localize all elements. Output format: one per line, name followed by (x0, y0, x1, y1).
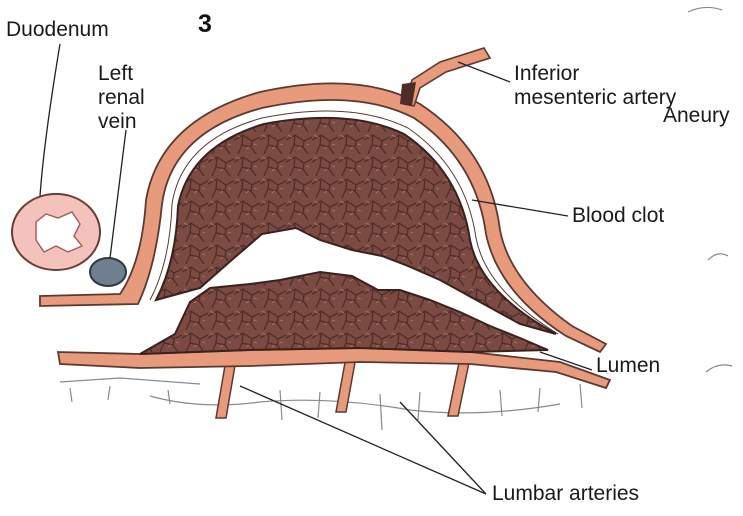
label-lumen: Lumen (596, 354, 660, 378)
label-aneurysm: Aneury (663, 104, 730, 128)
sketch-marks (688, 7, 732, 372)
duodenum (12, 194, 100, 270)
label-blood-clot: Blood clot (572, 204, 664, 228)
label-inferior-mesenteric-artery-1: Inferior (514, 62, 579, 86)
left-renal-vein (90, 258, 126, 286)
label-left-renal-vein-2: renal (98, 86, 145, 110)
label-inferior-mesenteric-artery-2: mesenteric artery (514, 86, 676, 110)
label-duodenum: Duodenum (6, 18, 109, 42)
label-lumbar-arteries: Lumbar arteries (492, 482, 639, 506)
panel-number: 3 (198, 10, 212, 39)
label-left-renal-vein-1: Left (98, 62, 133, 86)
label-left-renal-vein-3: vein (98, 110, 137, 134)
inferior-mesenteric-artery (404, 48, 490, 106)
